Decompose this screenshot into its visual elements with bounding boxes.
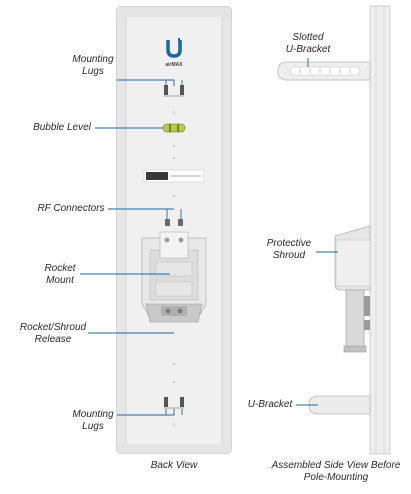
label-u-bracket: U-Bracket <box>247 399 293 410</box>
panel-brand-text: airMAX <box>165 62 183 68</box>
rocket-unit <box>343 289 370 353</box>
rf-connectors <box>165 219 183 226</box>
label-mounting-lugs-top: Mounting Lugs <box>72 54 114 77</box>
caption-side-view: Assembled Side View Before Pole-Mounting <box>271 460 401 483</box>
side-view <box>277 5 391 455</box>
ubiquiti-logo <box>166 38 182 58</box>
bubble-level <box>162 123 186 133</box>
protective-shroud <box>334 225 371 291</box>
back-view-leader-lines <box>80 79 183 416</box>
caption-back-view: Back View <box>150 460 198 471</box>
label-rf-connectors: RF Connectors <box>37 203 105 214</box>
label-mounting-lugs-bottom: Mounting Lugs <box>72 409 114 432</box>
slotted-u-bracket <box>277 61 371 81</box>
model-label-plate <box>143 169 205 183</box>
label-protective-shroud: Protective Shroud <box>266 238 312 261</box>
mounting-lugs-top <box>164 85 184 97</box>
u-bracket <box>308 395 371 415</box>
side-view-leader-lines <box>296 58 338 406</box>
label-slotted-u-bracket: Slotted U-Bracket <box>285 32 331 55</box>
back-view-panel: airMAX <box>116 6 232 454</box>
label-rocket-mount: Rocket Mount <box>44 263 76 286</box>
label-bubble-level: Bubble Level <box>33 122 91 133</box>
label-rocket-shroud-release: Rocket/Shroud Release <box>19 322 87 345</box>
rocket-mount <box>141 231 207 323</box>
mounting-lugs-bottom <box>164 397 184 409</box>
